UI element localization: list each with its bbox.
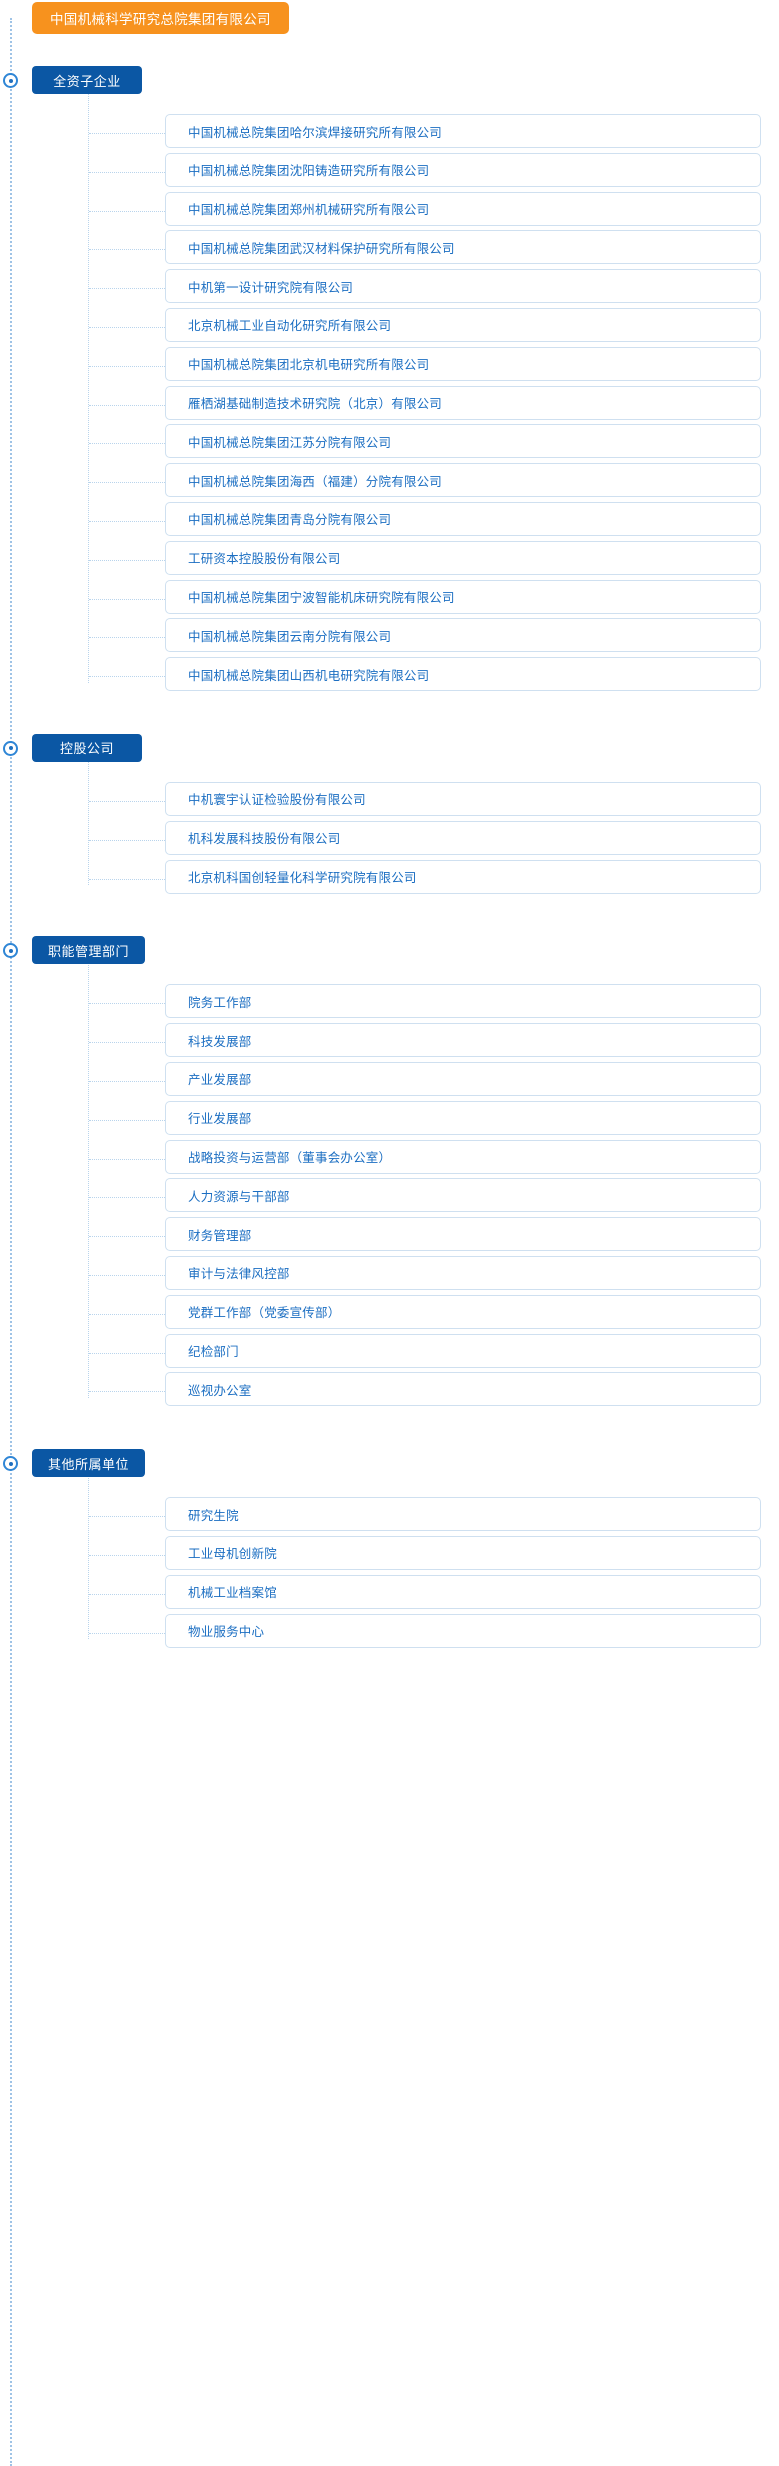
org-item-row: 人力资源与干部部 xyxy=(0,1178,779,1217)
spine-node-marker-icon xyxy=(3,943,18,959)
section-header-row: 控股公司 xyxy=(0,720,779,782)
org-item-box[interactable]: 巡视办公室 xyxy=(165,1372,761,1407)
root-node-row: 中国机械科学研究总院集团有限公司 xyxy=(0,0,779,52)
org-item-row: 党群工作部（党委宣传部） xyxy=(0,1294,779,1334)
section-title-button[interactable]: 职能管理部门 xyxy=(32,936,146,965)
org-item-row: 中国机械总院集团宁波智能机床研究院有限公司 xyxy=(0,579,779,619)
org-item-row: 中国机械总院集团沈阳铸造研究所有限公司 xyxy=(0,152,779,192)
section-title-button[interactable]: 全资子企业 xyxy=(32,66,142,94)
org-item-box[interactable]: 工研资本控股股份有限公司 xyxy=(165,540,761,575)
branch-connector-line xyxy=(88,70,89,683)
org-item-row: 院务工作部 xyxy=(0,984,779,1023)
org-item-row: 中国机械总院集团云南分院有限公司 xyxy=(0,618,779,657)
org-item-box[interactable]: 北京机科国创轻量化科学研究院有限公司 xyxy=(165,859,761,894)
org-item-row: 北京机科国创轻量化科学研究院有限公司 xyxy=(0,859,779,899)
org-item-row: 科技发展部 xyxy=(0,1023,779,1062)
org-item-row: 中国机械总院集团北京机电研究所有限公司 xyxy=(0,346,779,386)
org-item-box[interactable]: 中机第一设计研究院有限公司 xyxy=(165,269,761,304)
org-item-row: 中国机械总院集团海西（福建）分院有限公司 xyxy=(0,463,779,502)
org-item-box[interactable]: 中机寰宇认证检验股份有限公司 xyxy=(165,781,761,816)
org-item-row: 雁栖湖基础制造技术研究院（北京）有限公司 xyxy=(0,385,779,425)
org-item-row: 中国机械总院集团山西机电研究院有限公司 xyxy=(0,657,779,696)
org-item-row: 审计与法律风控部 xyxy=(0,1255,779,1295)
org-item-row: 工业母机创新院 xyxy=(0,1535,779,1575)
org-item-box[interactable]: 院务工作部 xyxy=(165,984,761,1019)
org-item-box[interactable]: 党群工作部（党委宣传部） xyxy=(165,1294,761,1329)
org-item-box[interactable]: 中国机械总院集团青岛分院有限公司 xyxy=(165,501,761,536)
org-item-row: 研究生院 xyxy=(0,1497,779,1536)
org-item-box[interactable]: 纪检部门 xyxy=(165,1333,761,1368)
org-item-row: 行业发展部 xyxy=(0,1100,779,1140)
org-item-row: 北京机械工业自动化研究所有限公司 xyxy=(0,307,779,347)
org-item-row: 工研资本控股股份有限公司 xyxy=(0,540,779,580)
spine-node-marker-icon xyxy=(3,73,18,88)
org-item-box[interactable]: 机科发展科技股份有限公司 xyxy=(165,820,761,855)
section-spacer xyxy=(0,1417,779,1435)
org-item-row: 中国机械总院集团哈尔滨焊接研究所有限公司 xyxy=(0,114,779,153)
section-item-list: 院务工作部科技发展部产业发展部行业发展部战略投资与运营部（董事会办公室） 人力资源… xyxy=(0,940,779,1417)
section-spacer xyxy=(0,1658,779,1676)
root-node-button[interactable]: 中国机械科学研究总院集团有限公司 xyxy=(32,2,289,34)
org-section: 职能管理部门院务工作部科技发展部产业发展部行业发展部战略投资与运营部（董事会办公… xyxy=(0,922,779,1435)
spine-node-marker-icon xyxy=(3,1456,18,1472)
org-section: 其他所属单位研究生院工业母机创新院机械工业档案馆物业服务中心 xyxy=(0,1435,779,1676)
org-item-row: 财务管理部 xyxy=(0,1217,779,1256)
section-item-list: 中机寰宇认证检验股份有限公司机科发展科技股份有限公司北京机科国创轻量化科学研究院… xyxy=(0,737,779,904)
org-item-row: 战略投资与运营部（董事会办公室） xyxy=(0,1139,779,1179)
org-item-box[interactable]: 物业服务中心 xyxy=(165,1613,761,1648)
org-item-row: 中国机械总院集团武汉材料保护研究所有限公司 xyxy=(0,230,779,269)
section-item-list: 研究生院工业母机创新院机械工业档案馆物业服务中心 xyxy=(0,1453,779,1658)
org-item-box[interactable]: 中国机械总院集团江苏分院有限公司 xyxy=(165,424,761,459)
org-item-box[interactable]: 中国机械总院集团云南分院有限公司 xyxy=(165,618,761,653)
org-item-box[interactable]: 中国机械总院集团北京机电研究所有限公司 xyxy=(165,346,761,381)
org-item-box[interactable]: 科技发展部 xyxy=(165,1023,761,1058)
org-section: 全资子企业中国机械总院集团哈尔滨焊接研究所有限公司中国机械总院集团沈阳铸造研究所… xyxy=(0,52,779,720)
section-item-list: 中国机械总院集团哈尔滨焊接研究所有限公司中国机械总院集团沈阳铸造研究所有限公司中… xyxy=(0,70,779,702)
org-item-box[interactable]: 中国机械总院集团沈阳铸造研究所有限公司 xyxy=(165,152,761,187)
org-item-row: 中国机械总院集团江苏分院有限公司 xyxy=(0,424,779,463)
section-spacer xyxy=(0,904,779,922)
org-item-row: 中国机械总院集团郑州机械研究所有限公司 xyxy=(0,191,779,231)
org-item-row: 机科发展科技股份有限公司 xyxy=(0,820,779,860)
org-item-box[interactable]: 雁栖湖基础制造技术研究院（北京）有限公司 xyxy=(165,385,761,420)
section-title-button[interactable]: 控股公司 xyxy=(32,733,142,762)
org-item-row: 中机第一设计研究院有限公司 xyxy=(0,269,779,308)
section-header-row: 职能管理部门 xyxy=(0,922,779,984)
org-item-box[interactable]: 中国机械总院集团武汉材料保护研究所有限公司 xyxy=(165,230,761,265)
section-header-row: 其他所属单位 xyxy=(0,1435,779,1497)
org-item-box[interactable]: 中国机械总院集团宁波智能机床研究院有限公司 xyxy=(165,579,761,614)
section-spacer xyxy=(0,702,779,720)
org-item-box[interactable]: 行业发展部 xyxy=(165,1100,761,1135)
org-item-box[interactable]: 中国机械总院集团海西（福建）分院有限公司 xyxy=(165,463,761,498)
section-header-row: 全资子企业 xyxy=(0,52,779,114)
branch-connector-line xyxy=(88,737,89,886)
org-item-row: 中机寰宇认证检验股份有限公司 xyxy=(0,781,779,821)
org-item-row: 物业服务中心 xyxy=(0,1613,779,1653)
org-item-box[interactable]: 工业母机创新院 xyxy=(165,1535,761,1570)
org-item-box[interactable]: 机械工业档案馆 xyxy=(165,1574,761,1609)
org-item-box[interactable]: 中国机械总院集团山西机电研究院有限公司 xyxy=(165,657,761,692)
org-item-box[interactable]: 人力资源与干部部 xyxy=(165,1178,761,1213)
org-item-box[interactable]: 产业发展部 xyxy=(165,1061,761,1096)
org-item-row: 巡视办公室 xyxy=(0,1372,779,1411)
org-item-row: 机械工业档案馆 xyxy=(0,1574,779,1614)
org-item-row: 中国机械总院集团青岛分院有限公司 xyxy=(0,501,779,541)
main-spine-line xyxy=(10,18,12,2466)
branch-connector-line xyxy=(88,940,89,1399)
org-item-box[interactable]: 中国机械总院集团郑州机械研究所有限公司 xyxy=(165,191,761,226)
org-item-box[interactable]: 北京机械工业自动化研究所有限公司 xyxy=(165,307,761,342)
org-item-box[interactable]: 审计与法律风控部 xyxy=(165,1255,761,1290)
org-item-row: 产业发展部 xyxy=(0,1061,779,1101)
org-item-box[interactable]: 战略投资与运营部（董事会办公室） xyxy=(165,1139,761,1174)
org-item-box[interactable]: 财务管理部 xyxy=(165,1217,761,1252)
section-title-button[interactable]: 其他所属单位 xyxy=(32,1449,146,1478)
org-section: 控股公司中机寰宇认证检验股份有限公司机科发展科技股份有限公司北京机科国创轻量化科… xyxy=(0,720,779,922)
org-item-row: 纪检部门 xyxy=(0,1333,779,1373)
branch-connector-line xyxy=(88,1453,89,1640)
sections-container: 全资子企业中国机械总院集团哈尔滨焊接研究所有限公司中国机械总院集团沈阳铸造研究所… xyxy=(0,52,779,1676)
org-item-box[interactable]: 中国机械总院集团哈尔滨焊接研究所有限公司 xyxy=(165,114,761,148)
spine-node-marker-icon xyxy=(3,740,18,756)
org-item-box[interactable]: 研究生院 xyxy=(165,1497,761,1532)
